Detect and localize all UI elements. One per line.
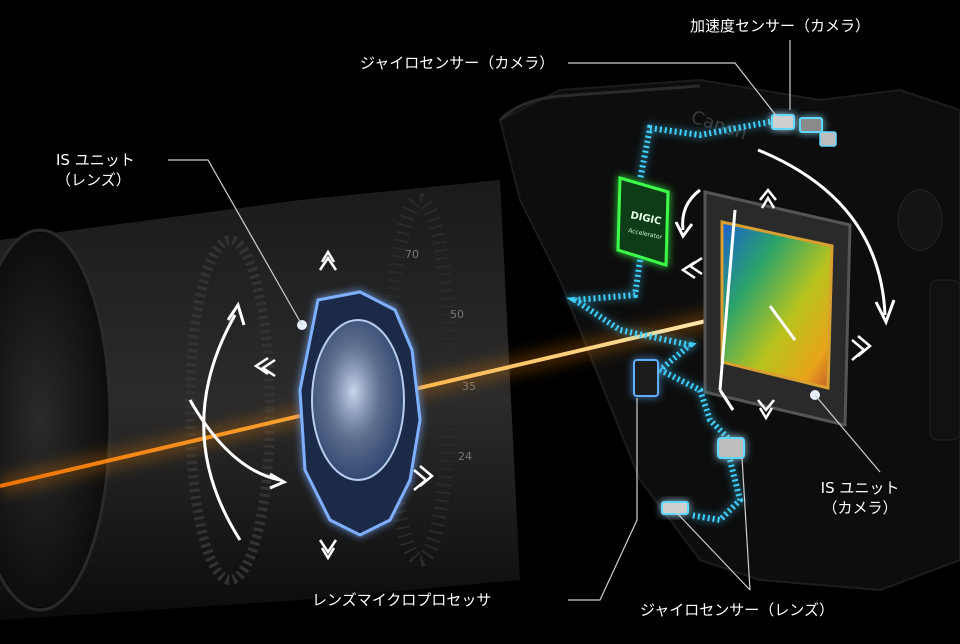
label-is-unit-camera: IS ユニット （カメラ） — [810, 478, 910, 518]
label-is-unit-camera-line2: （カメラ） — [810, 498, 910, 518]
focal-mark-70: 70 — [405, 248, 419, 261]
label-is-unit-lens-line1: IS ユニット — [56, 150, 135, 170]
camera-gyro-sensor — [772, 115, 794, 129]
label-gyro-lens: ジャイロセンサー（レンズ） — [640, 600, 834, 620]
lens-barrel: 70 50 35 24 — [0, 180, 520, 620]
focal-mark-50: 50 — [450, 308, 464, 321]
digic-chip: DIGIC Accelerator — [618, 178, 668, 265]
label-accel-camera: 加速度センサー（カメラ） — [690, 16, 870, 36]
lens-gyro-sensor-b — [662, 502, 688, 514]
label-lens-microprocessor: レンズマイクロプロセッサ — [312, 590, 491, 610]
label-is-unit-lens: IS ユニット （レンズ） — [56, 150, 135, 190]
lens-gyro-sensor-a — [718, 438, 744, 458]
focal-mark-24: 24 — [458, 450, 472, 463]
label-gyro-camera: ジャイロセンサー（カメラ） — [360, 53, 554, 73]
lens-microprocessor-chip — [634, 360, 658, 396]
image-sensor — [722, 222, 832, 388]
label-is-unit-camera-line1: IS ユニット — [810, 478, 910, 498]
label-is-unit-lens-line2: （レンズ） — [56, 170, 135, 190]
lens-glass — [312, 320, 404, 480]
